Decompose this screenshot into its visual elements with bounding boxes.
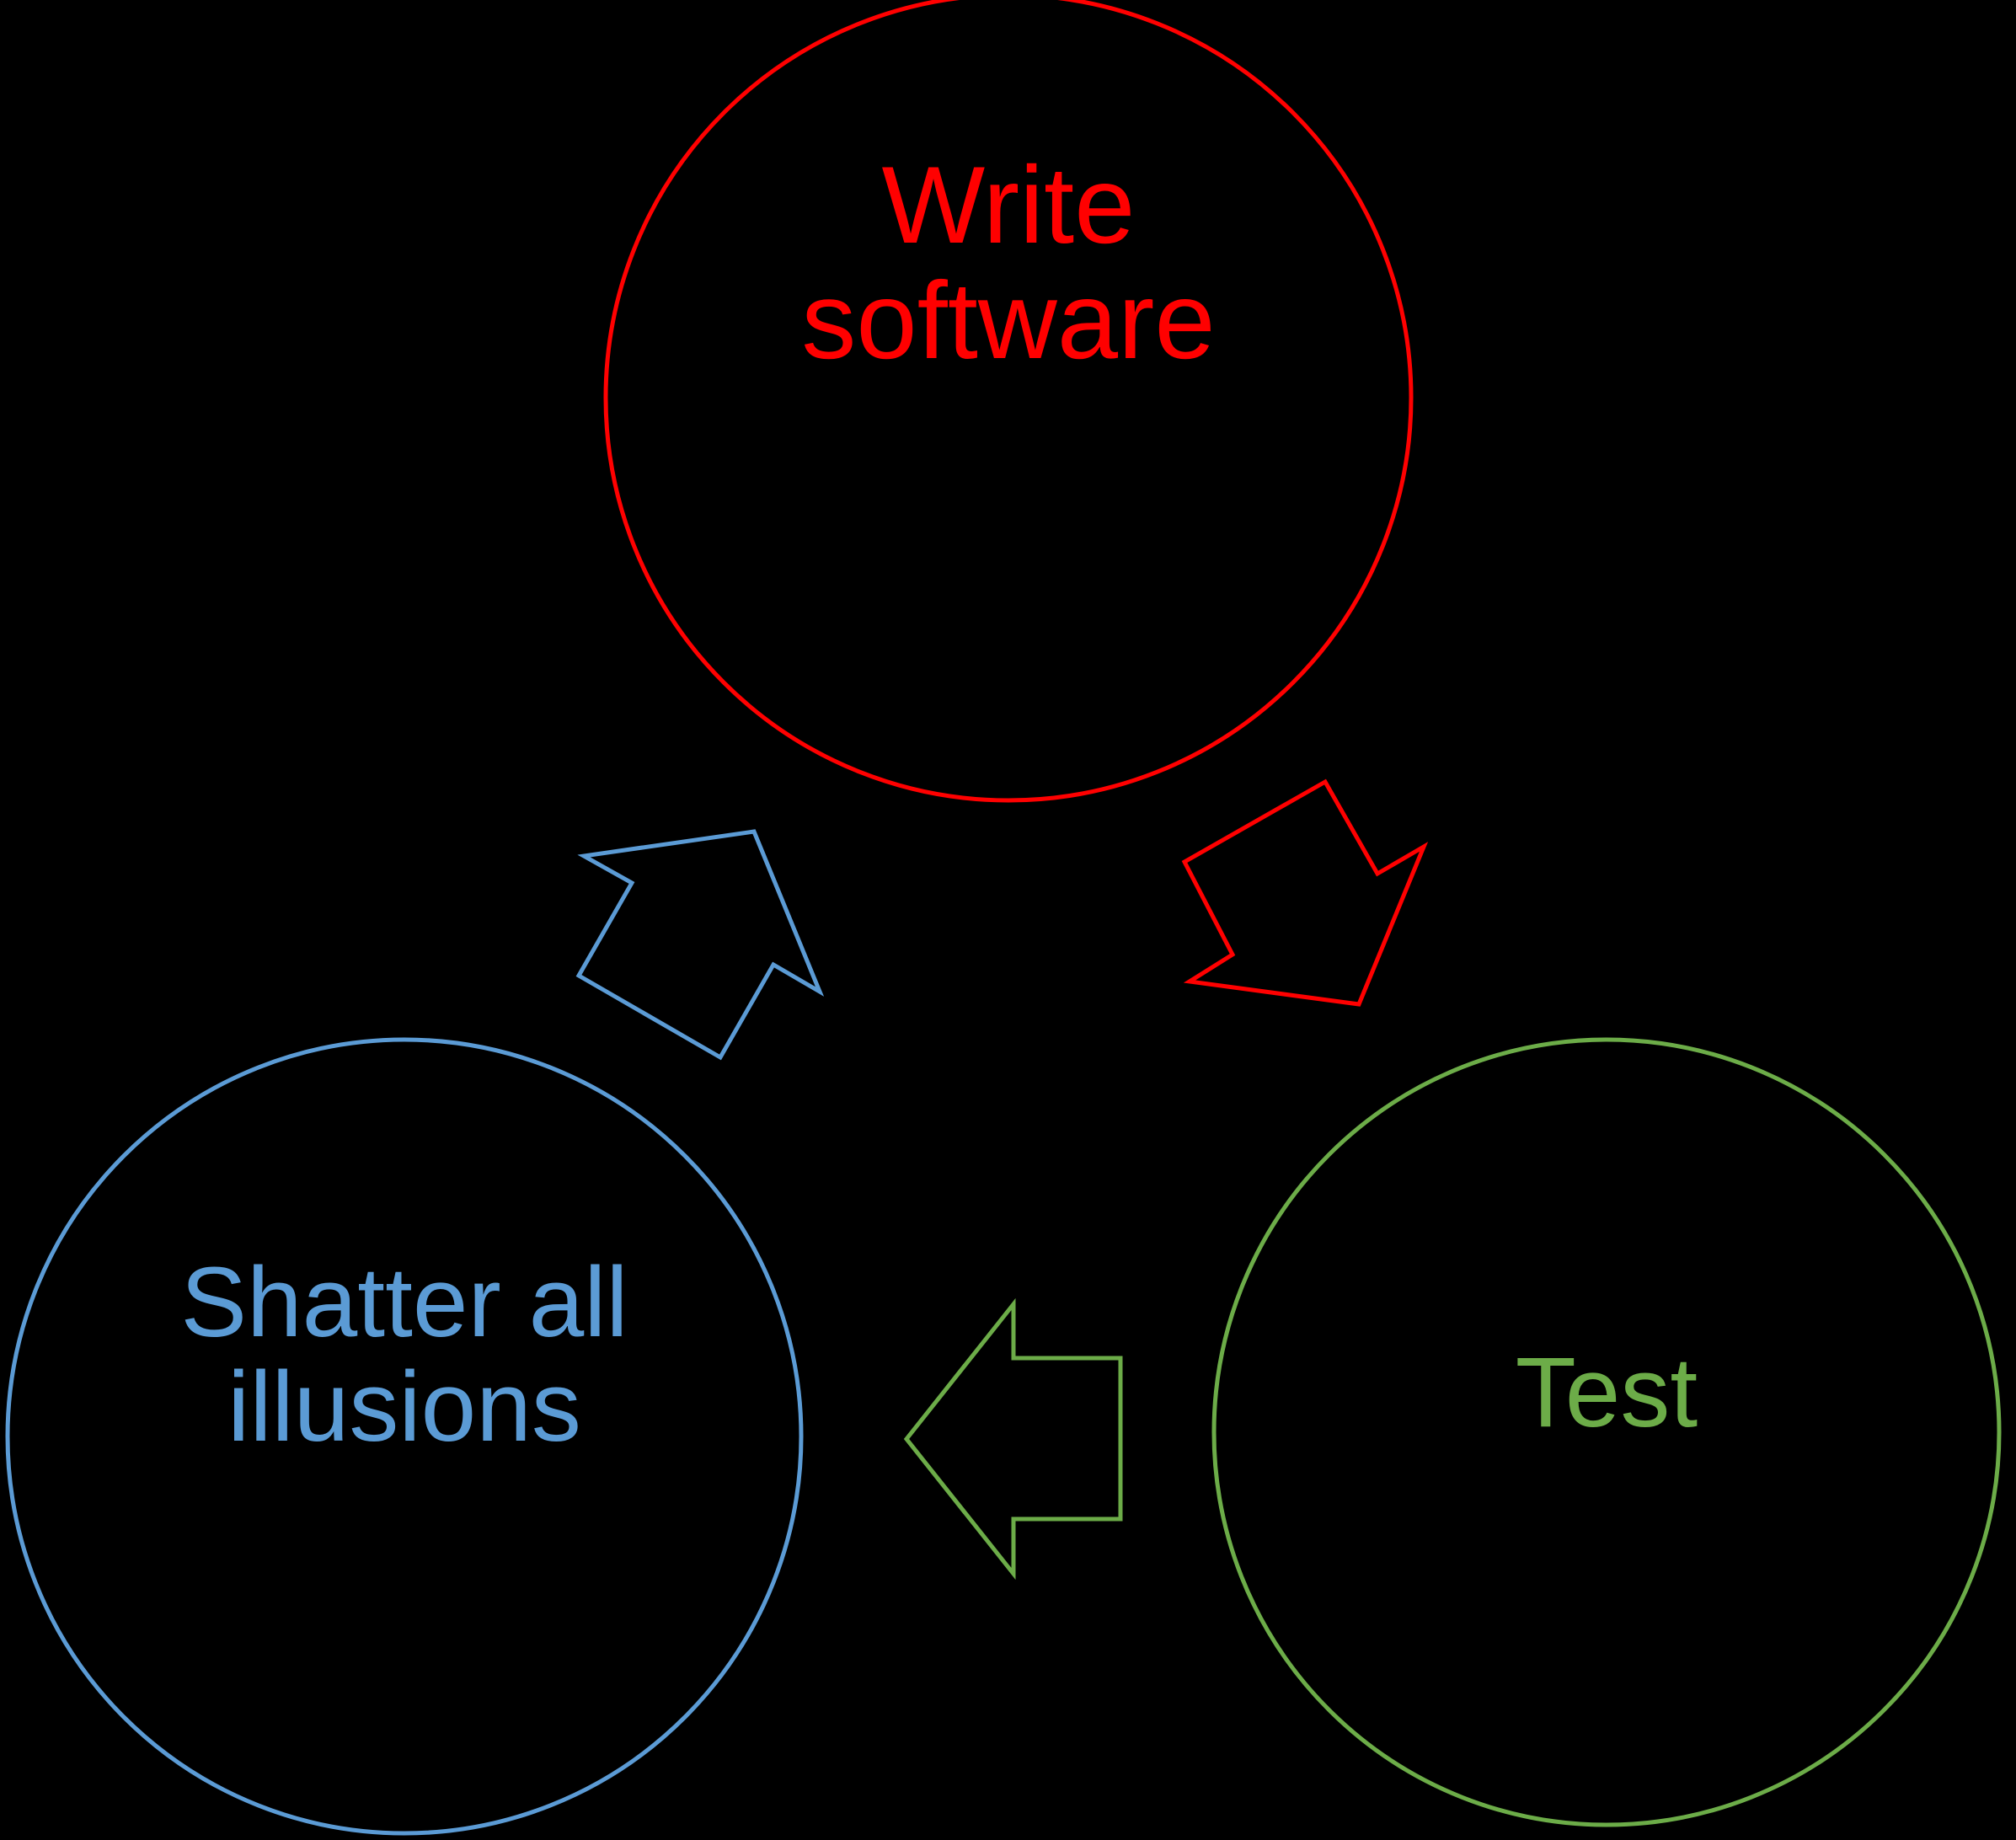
node-circle-test[interactable] <box>1211 1037 2002 1827</box>
arrow-test-to-shatter-icon[interactable] <box>903 1297 1123 1581</box>
arrow-shatter-to-write-icon[interactable] <box>575 829 825 1061</box>
node-label-shatter-all-illusions: Shatter all illusions <box>180 1247 628 1463</box>
node-circle-shatter-all-illusions[interactable] <box>5 1037 804 1836</box>
arrow-write-to-test-icon[interactable] <box>1181 778 1429 1007</box>
node-circle-write-software[interactable] <box>603 0 1414 803</box>
node-label-test: Test <box>1515 1337 1698 1448</box>
node-label-write-software: Write software <box>801 143 1216 382</box>
